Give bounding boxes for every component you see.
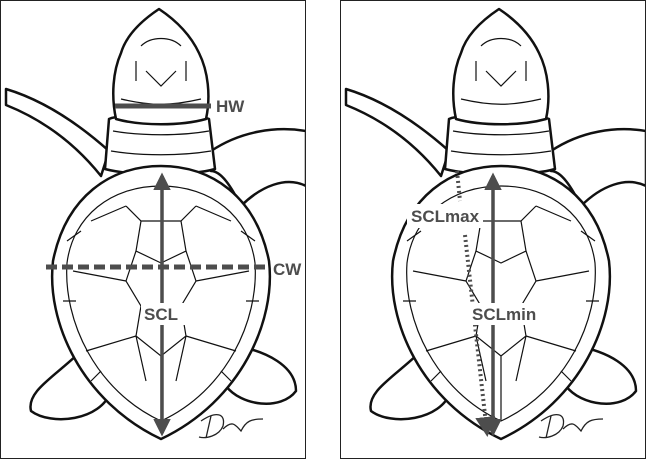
panel-measurements-hw-cw-scl: HW CW SCL <box>0 0 306 459</box>
panel-measurements-sclmax-sclmin: SCLmax SCLmin <box>340 0 646 459</box>
turtle-illustration <box>6 9 306 439</box>
turtle-diagram-right: SCLmax SCLmin <box>341 1 646 459</box>
label-scl: SCL <box>144 305 178 324</box>
label-hw: HW <box>216 97 245 116</box>
artist-signature <box>199 415 263 438</box>
head <box>453 9 548 124</box>
label-sclmax: SCLmax <box>411 207 480 226</box>
label-sclmin: SCLmin <box>472 305 536 324</box>
artist-signature <box>539 415 603 438</box>
label-cw: CW <box>273 260 302 279</box>
front-left-flipper <box>6 89 109 176</box>
turtle-diagram-left: HW CW SCL <box>1 1 306 459</box>
front-left-flipper <box>346 89 449 176</box>
turtle-illustration <box>346 9 646 439</box>
